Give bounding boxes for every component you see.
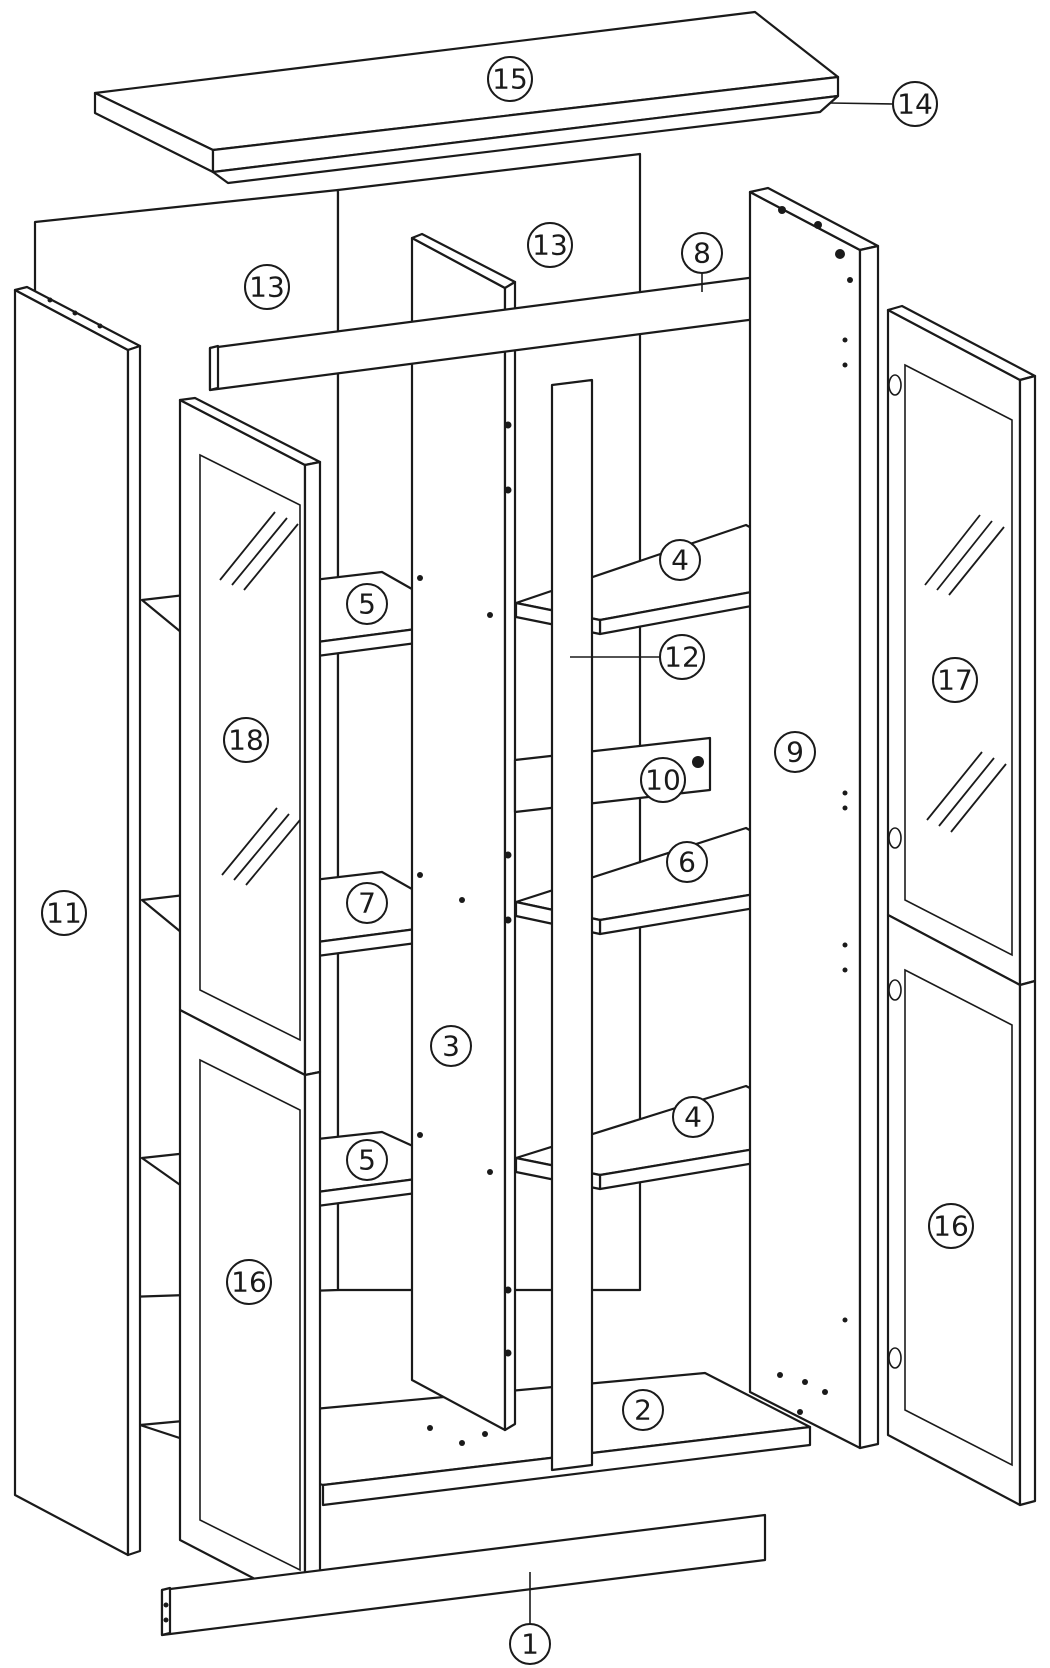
top-panel [93, 10, 840, 174]
svg-text:4: 4 [671, 544, 689, 577]
svg-text:2: 2 [634, 1394, 652, 1427]
plinth-rail [160, 1513, 767, 1637]
svg-text:3: 3 [442, 1030, 460, 1063]
svg-text:16: 16 [231, 1266, 267, 1299]
callout-6: 6 [666, 841, 708, 883]
svg-text:6: 6 [678, 846, 696, 879]
svg-text:16: 16 [933, 1210, 969, 1243]
callout-4-bottom: 4 [672, 1096, 714, 1138]
callout-5-top: 5 [346, 583, 388, 625]
callout-16-left: 16 [226, 1259, 272, 1305]
svg-text:13: 13 [532, 229, 568, 262]
callout-3: 3 [430, 1025, 472, 1067]
callout-12: 12 [659, 634, 705, 680]
svg-text:4: 4 [684, 1101, 702, 1134]
svg-text:5: 5 [358, 1144, 376, 1177]
right-side-panel [748, 186, 880, 1450]
svg-text:8: 8 [693, 237, 711, 270]
callout-16-right: 16 [928, 1203, 974, 1249]
callout-1: 1 [509, 1623, 551, 1665]
callout-9: 9 [774, 731, 816, 773]
svg-text:15: 15 [492, 63, 528, 96]
callout-7: 7 [346, 882, 388, 924]
callout-13-left: 13 [244, 264, 290, 310]
callout-5-bottom: 5 [346, 1139, 388, 1181]
callout-11: 11 [41, 890, 87, 936]
center-stile [550, 378, 594, 1472]
svg-text:14: 14 [897, 88, 933, 121]
callout-4-top: 4 [659, 539, 701, 581]
callout-18: 18 [223, 717, 269, 763]
callout-13-right: 13 [527, 222, 573, 268]
left-lower-door [178, 1008, 322, 1607]
callout-17: 17 [932, 657, 978, 703]
right-glass-door [886, 304, 1037, 987]
svg-text:7: 7 [358, 887, 376, 920]
svg-text:18: 18 [228, 724, 264, 757]
svg-text:9: 9 [786, 736, 804, 769]
svg-text:17: 17 [937, 664, 973, 697]
leader-14 [829, 102, 894, 105]
svg-text:5: 5 [358, 588, 376, 621]
svg-text:12: 12 [664, 641, 700, 674]
callout-8: 8 [681, 232, 723, 274]
svg-text:11: 11 [46, 897, 82, 930]
callout-15: 15 [487, 56, 533, 102]
center-divider [410, 232, 517, 1432]
svg-text:10: 10 [645, 764, 681, 797]
callout-10: 10 [640, 757, 686, 803]
svg-text:13: 13 [249, 271, 285, 304]
callout-2: 2 [622, 1389, 664, 1431]
top-molding [211, 94, 840, 185]
svg-text:1: 1 [521, 1628, 539, 1661]
callout-14: 14 [892, 81, 938, 127]
